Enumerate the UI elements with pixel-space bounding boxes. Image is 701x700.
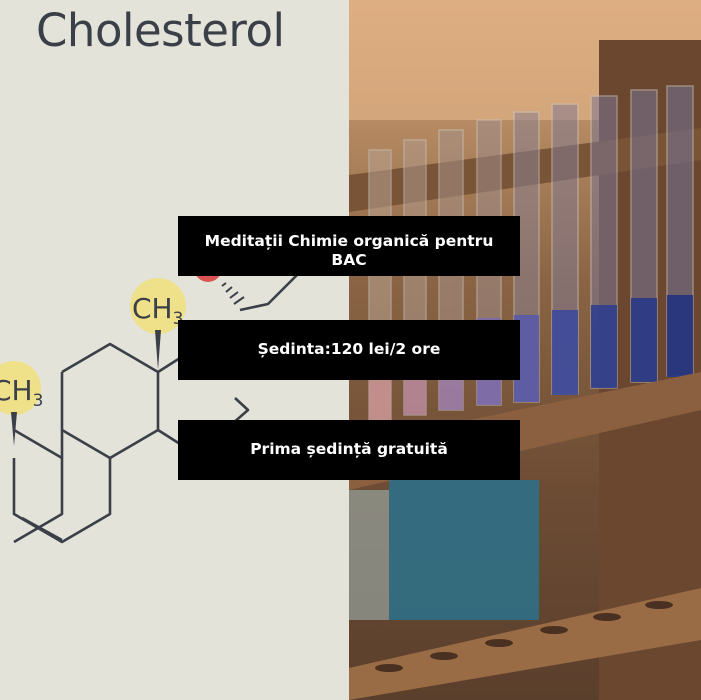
methyl-label-left: CH3 xyxy=(0,374,43,411)
methyl-wedge-left xyxy=(11,412,17,446)
methyl-highlight-left xyxy=(0,361,41,415)
methyl-label-top: CH3 xyxy=(132,292,183,329)
methyl-highlight-top xyxy=(130,278,186,334)
methyl-wedge-top xyxy=(155,330,161,370)
banner-free-session: Prima ședință gratuită xyxy=(178,420,520,480)
banner-course-title: Meditații Chimie organică pentru BAC xyxy=(178,216,520,276)
banner-price: Ședinta:120 lei/2 ore xyxy=(178,320,520,380)
rack-holes xyxy=(375,601,673,672)
bond-lines xyxy=(12,249,320,544)
molecule-title: Cholesterol xyxy=(36,4,285,57)
hashed-bond xyxy=(221,282,245,305)
